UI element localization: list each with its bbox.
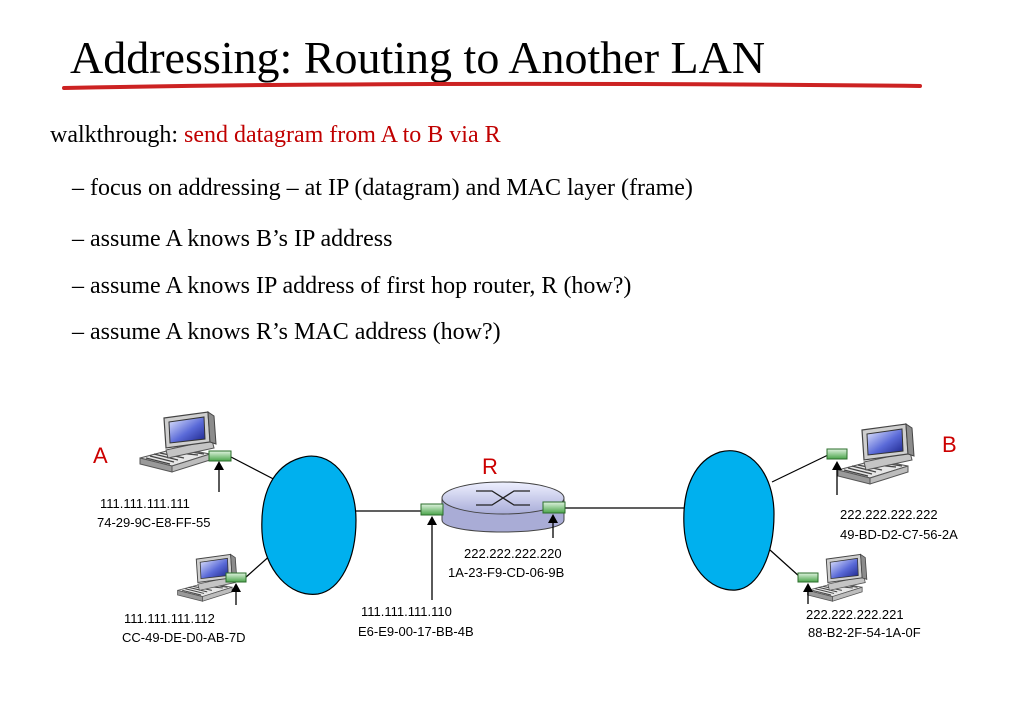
router-arrows-icon — [476, 490, 530, 506]
router-left-ip: 111.111.111.110 — [361, 604, 452, 619]
walkthrough-prefix: walkthrough: — [50, 122, 184, 148]
link-lan2-b2 — [769, 549, 801, 578]
host-a2-ip: 111.111.111.112 — [124, 611, 215, 626]
pointer-arrows — [214, 461, 842, 605]
host-a-mac: 74-29-9C-E8-FF-55 — [97, 515, 210, 530]
bullet-dash: – — [72, 319, 84, 345]
node-label-r: R — [482, 454, 498, 479]
computer-b-icon — [837, 423, 915, 485]
bullet-dash: – — [72, 273, 84, 299]
host-b2-ip: 222.222.222.221 — [806, 607, 904, 622]
bullet-dash: – — [72, 175, 84, 201]
bullet-text: assume A knows R’s MAC address (how?) — [90, 319, 501, 345]
lan-1-cloud — [261, 455, 357, 595]
walkthrough-line: walkthrough: send datagram from A to B v… — [50, 120, 501, 150]
interface-card-b2 — [797, 572, 819, 583]
host-b-ip: 222.222.222.222 — [840, 507, 938, 522]
node-label-b: B — [942, 432, 957, 457]
link-lan2-b — [771, 454, 829, 483]
lan-2-cloud — [683, 450, 775, 591]
router-left-mac: E6-E9-00-17-BB-4B — [358, 624, 474, 639]
interface-card-a — [208, 450, 232, 462]
bullet-item: –assume A knows B’s IP address — [72, 224, 392, 254]
bullet-item: –assume A knows IP address of first hop … — [72, 271, 631, 301]
interface-card-router-left — [420, 503, 444, 516]
router-r — [441, 481, 565, 533]
host-b-mac: 49-BD-D2-C7-56-2A — [840, 527, 958, 542]
router-right-ip: 222.222.222.220 — [464, 546, 562, 561]
host-b2-mac: 88-B2-2F-54-1A-0F — [808, 625, 921, 640]
walkthrough-highlight: send datagram from A to B via R — [183, 122, 501, 148]
host-a2-mac: CC-49-DE-D0-AB-7D — [122, 630, 246, 645]
bullet-text: assume A knows IP address of first hop r… — [90, 273, 632, 299]
bullet-dash: – — [72, 226, 84, 252]
host-a-ip: 111.111.111.111 — [100, 496, 190, 511]
node-label-a: A — [93, 443, 108, 468]
bullet-text: focus on addressing – at IP (datagram) a… — [90, 175, 693, 201]
computer-a-icon — [139, 411, 217, 473]
slide-title: Addressing: Routing to Another LAN — [70, 32, 766, 83]
interface-card-router-right — [542, 501, 566, 514]
title-underline — [62, 81, 922, 90]
router-right-mac: 1A-23-F9-CD-06-9B — [448, 565, 564, 580]
interface-card-a2 — [225, 572, 247, 583]
interface-card-b — [826, 448, 848, 460]
bullet-item: –focus on addressing – at IP (datagram) … — [72, 173, 693, 203]
bullet-item: –assume A knows R’s MAC address (how?) — [72, 317, 501, 347]
bullet-text: assume A knows B’s IP address — [90, 226, 393, 252]
